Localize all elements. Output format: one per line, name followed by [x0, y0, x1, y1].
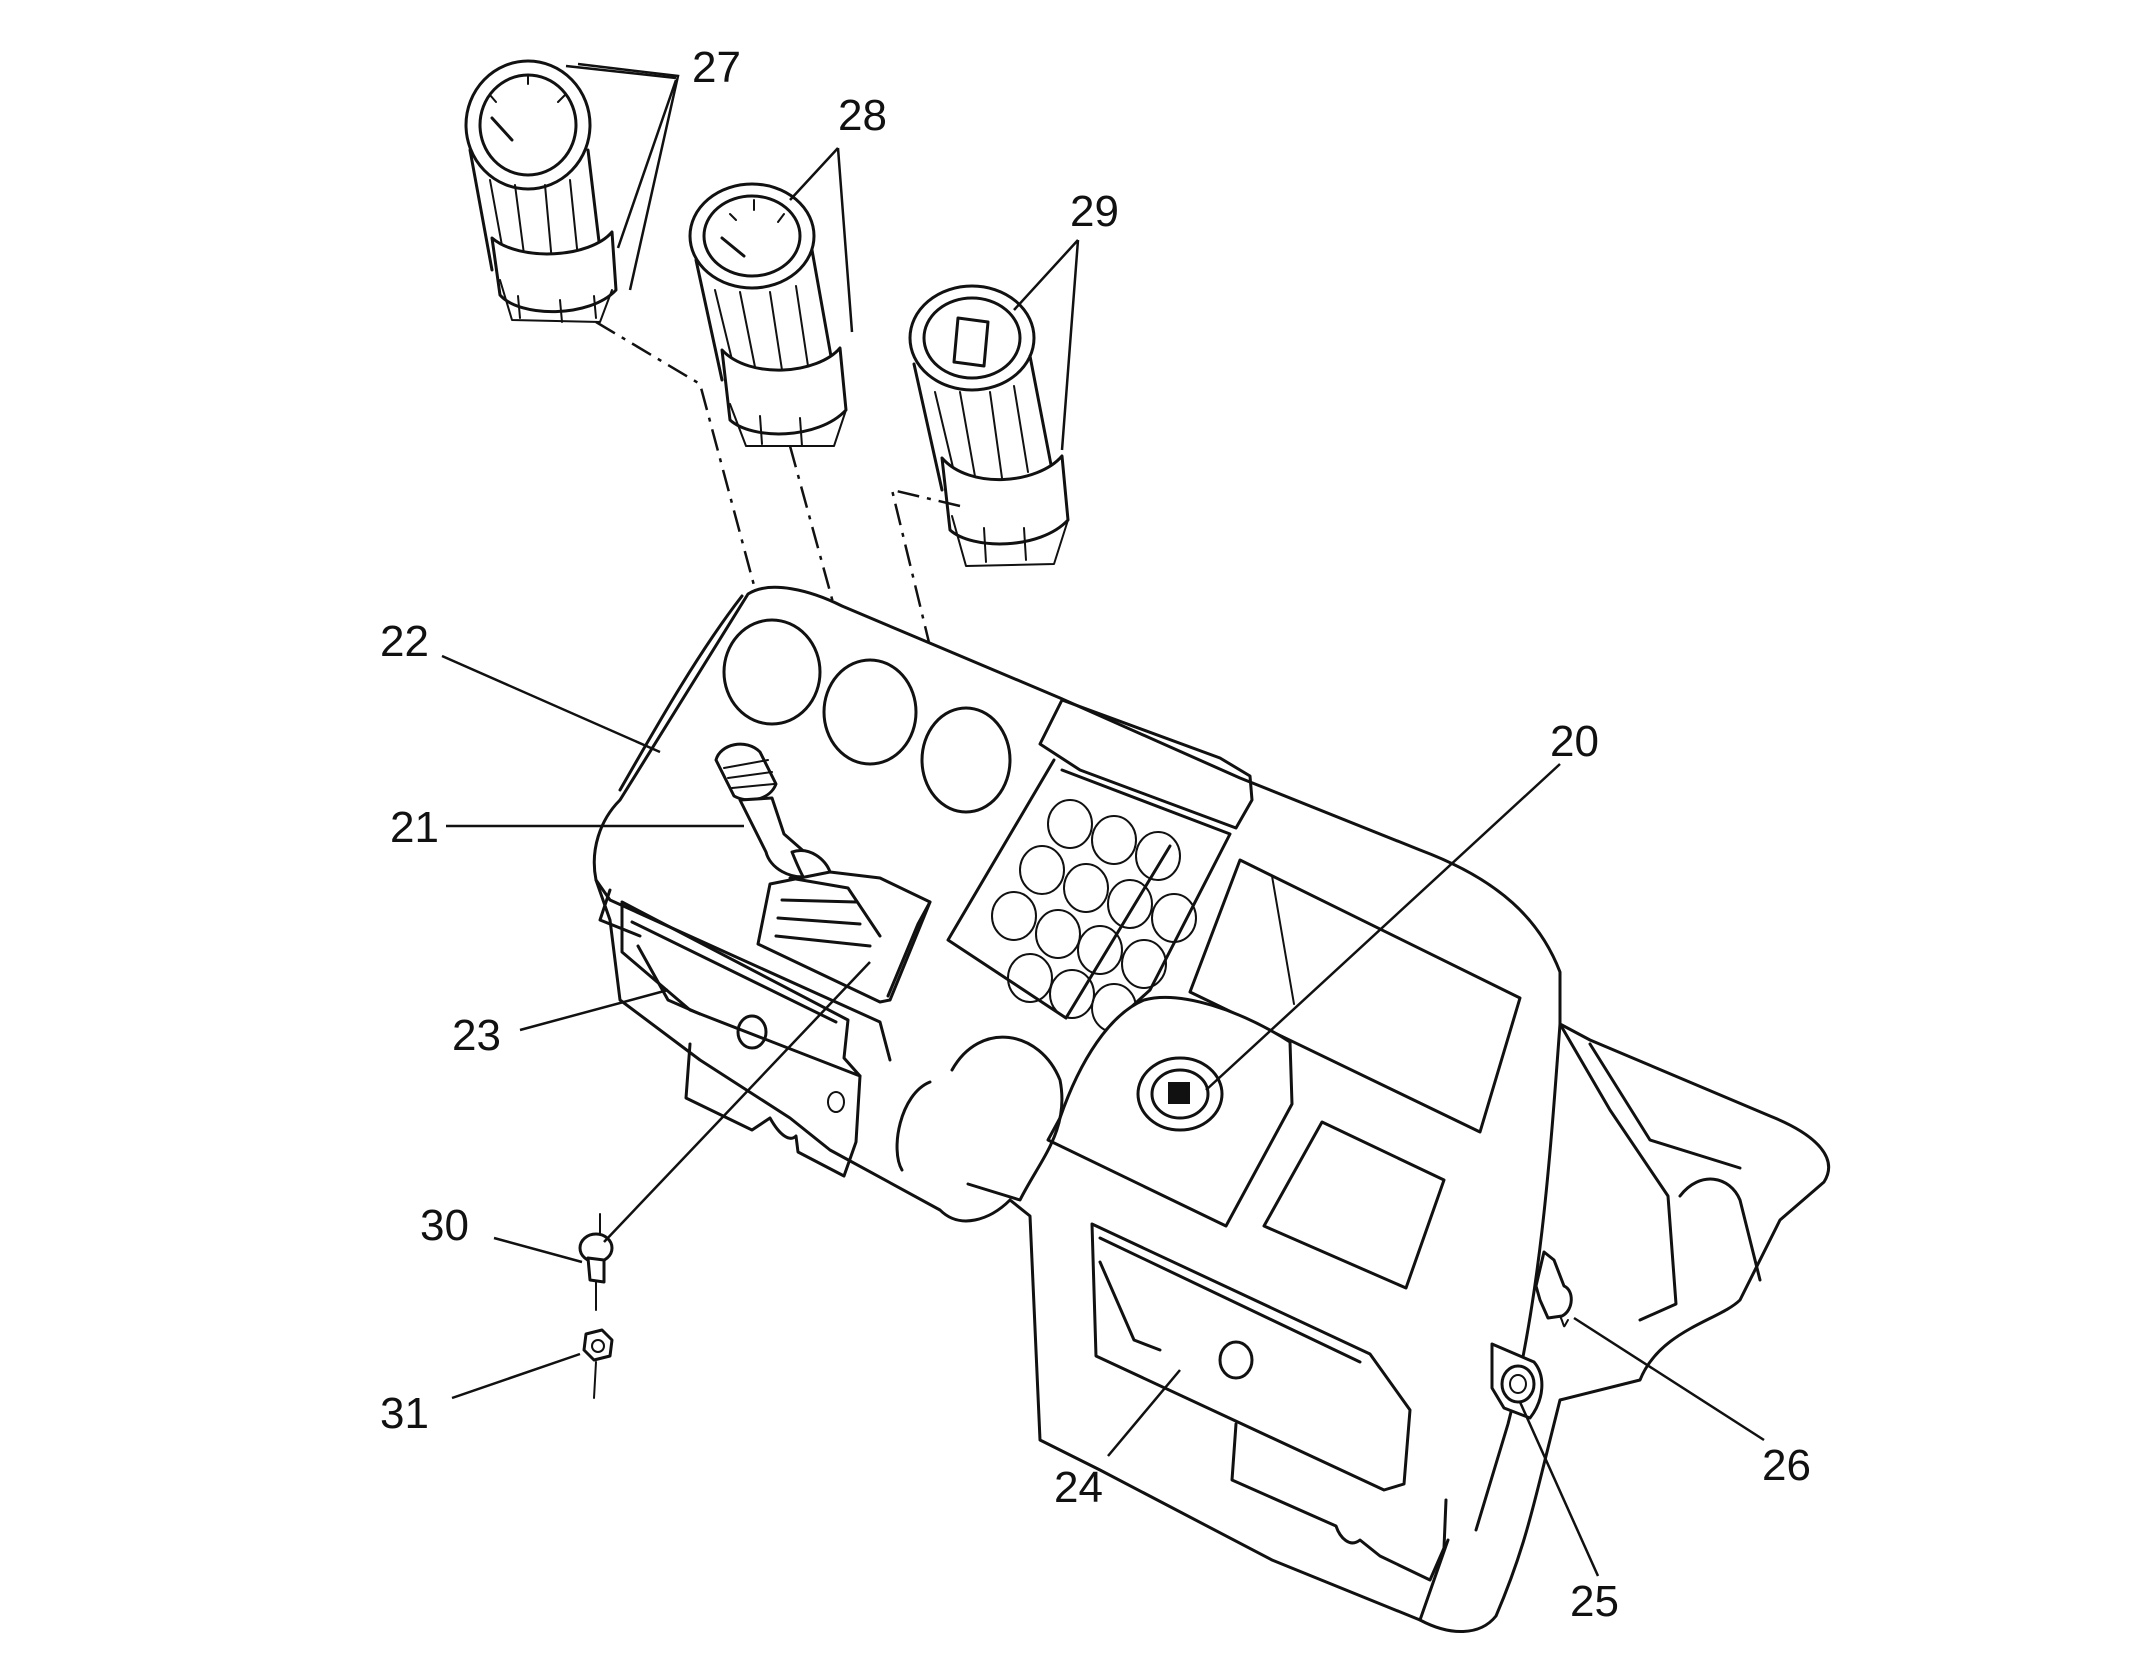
- callout-labels: 27 28 29 22 20 21 23 30 31 24 25 26: [380, 43, 1811, 1626]
- gauge-29: [908, 284, 1070, 567]
- panel-23: [620, 900, 862, 1178]
- speaker-grille: [991, 799, 1197, 1033]
- callout-30: 30: [420, 1201, 469, 1250]
- callout-20: 20: [1550, 717, 1599, 766]
- nut-31: [582, 1328, 614, 1399]
- callout-27: 27: [692, 43, 741, 92]
- gauge-28: [688, 182, 848, 447]
- callout-22: 22: [380, 617, 429, 666]
- callout-26: 26: [1762, 1441, 1811, 1490]
- bolt-30: [578, 1213, 614, 1311]
- clip-26: [1534, 1250, 1573, 1328]
- gauge-hole-27: [722, 618, 822, 726]
- console-body: [592, 585, 1830, 1633]
- gear-lever-21: [714, 742, 932, 1004]
- callout-25: 25: [1570, 1577, 1619, 1626]
- switch-25: [1490, 1342, 1544, 1420]
- callout-29: 29: [1070, 187, 1119, 236]
- callout-28: 28: [838, 91, 887, 140]
- gauge-hole-28: [822, 658, 918, 766]
- gauge-hole-29: [920, 706, 1012, 814]
- callout-31: 31: [380, 1389, 429, 1438]
- callout-24: 24: [1054, 1463, 1103, 1512]
- callout-21: 21: [390, 803, 439, 852]
- gauge-27: [464, 59, 618, 323]
- panel-24: [1090, 1222, 1448, 1582]
- ignition-switch: [1136, 1056, 1224, 1132]
- callout-23: 23: [452, 1011, 501, 1060]
- alignment-line-27: [595, 320, 776, 661]
- leader-lines: [441, 62, 1765, 1577]
